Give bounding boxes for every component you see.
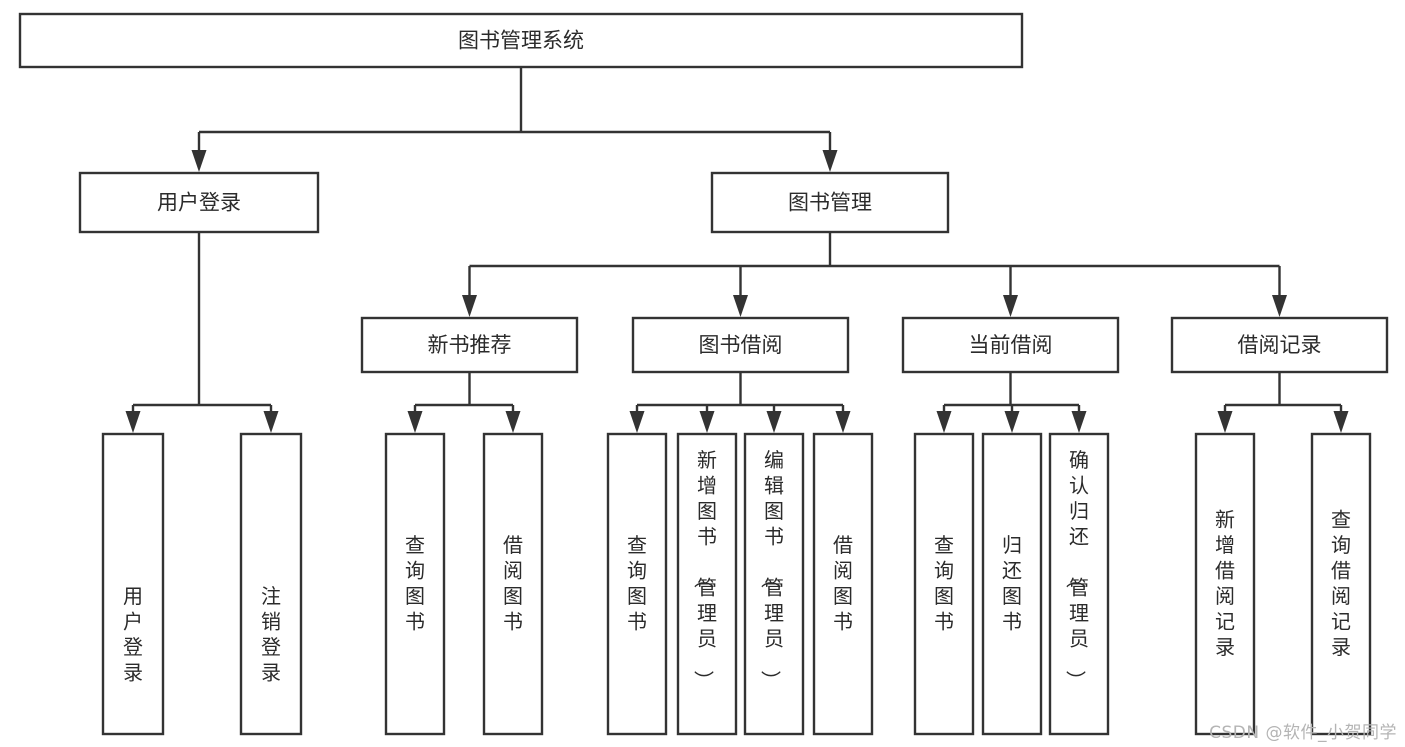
arrow-head-icon bbox=[1071, 411, 1087, 433]
node-leaf-query-book-rec[interactable]: 查询图书 bbox=[384, 432, 446, 736]
node-label: 新增借阅记录 bbox=[1215, 507, 1235, 659]
connector-group-user-login bbox=[125, 232, 279, 433]
node-leaf-borrow-book-rec[interactable]: 借阅图书 bbox=[482, 432, 544, 736]
connector-group-new-book-recommend bbox=[407, 372, 521, 433]
arrow-head-icon bbox=[835, 411, 851, 433]
arrow-head-icon bbox=[936, 411, 952, 433]
node-leaf-user-logout[interactable]: 注销登录 bbox=[239, 432, 303, 736]
arrow-head-icon bbox=[263, 411, 279, 433]
connector-group-current-borrow bbox=[936, 372, 1087, 433]
node-box bbox=[239, 432, 303, 736]
node-label: 用户登录 bbox=[157, 191, 241, 215]
node-label: 用户登录 bbox=[123, 583, 143, 684]
node-book-borrow[interactable]: 图书借阅 bbox=[631, 316, 850, 374]
node-box bbox=[1194, 432, 1256, 736]
arrow-head-icon bbox=[822, 150, 838, 172]
node-leaf-user-login[interactable]: 用户登录 bbox=[101, 432, 165, 736]
node-label: 查询图书 bbox=[934, 532, 954, 633]
node-label: 查询图书 bbox=[405, 532, 425, 633]
arrow-head-icon bbox=[407, 411, 423, 433]
node-box bbox=[78, 171, 320, 234]
csdn-watermark: CSDN @软件_小贺同学 bbox=[1209, 723, 1397, 743]
connector-group-root bbox=[191, 67, 838, 172]
node-label: 借阅图书 bbox=[833, 532, 853, 633]
node-box bbox=[901, 316, 1120, 374]
node-box bbox=[631, 316, 850, 374]
node-layer: 图书管理系统用户登录图书管理新书推荐图书借阅当前借阅借阅记录用户登录注销登录查询… bbox=[18, 12, 1389, 736]
node-label: 图书管理 bbox=[788, 191, 872, 215]
arrow-head-icon bbox=[191, 150, 207, 172]
node-box bbox=[1048, 432, 1110, 736]
node-box bbox=[360, 316, 579, 374]
node-box bbox=[1310, 432, 1372, 736]
node-label: 注销登录 bbox=[261, 583, 281, 684]
node-book-manage[interactable]: 图书管理 bbox=[710, 171, 950, 234]
arrow-head-icon bbox=[699, 411, 715, 433]
arrow-head-icon bbox=[766, 411, 782, 433]
node-leaf-confirm-return[interactable]: 确认归还（管理员） bbox=[1048, 432, 1110, 736]
node-label: 查询图书 bbox=[627, 532, 647, 633]
node-new-book-recommend[interactable]: 新书推荐 bbox=[360, 316, 579, 374]
node-label: 新书推荐 bbox=[428, 333, 512, 357]
node-current-borrow[interactable]: 当前借阅 bbox=[901, 316, 1120, 374]
connector-group-borrow-record bbox=[1217, 372, 1349, 433]
node-box bbox=[981, 432, 1043, 736]
node-leaf-borrow-book[interactable]: 借阅图书 bbox=[812, 432, 874, 736]
node-leaf-query-book-cur[interactable]: 查询图书 bbox=[913, 432, 975, 736]
node-label: 归还图书 bbox=[1002, 532, 1022, 633]
node-box bbox=[606, 432, 668, 736]
arrow-head-icon bbox=[1333, 411, 1349, 433]
arrow-head-icon bbox=[1003, 295, 1018, 317]
arrow-head-icon bbox=[125, 411, 141, 433]
node-box bbox=[812, 432, 874, 736]
node-label: 查询借阅记录 bbox=[1331, 507, 1351, 659]
node-box bbox=[482, 432, 544, 736]
node-label: 确认归还（管理员） bbox=[1064, 447, 1089, 690]
node-leaf-query-book[interactable]: 查询图书 bbox=[606, 432, 668, 736]
node-leaf-return-book[interactable]: 归还图书 bbox=[981, 432, 1043, 736]
node-leaf-add-book[interactable]: 新增图书（管理员） bbox=[676, 432, 738, 736]
arrow-head-icon bbox=[1217, 411, 1233, 433]
node-box bbox=[913, 432, 975, 736]
node-label: 新增图书（管理员） bbox=[692, 447, 717, 690]
node-leaf-edit-book[interactable]: 编辑图书（管理员） bbox=[743, 432, 805, 736]
node-label: 借阅图书 bbox=[503, 532, 523, 633]
node-box bbox=[1170, 316, 1389, 374]
arrow-head-icon bbox=[1004, 411, 1020, 433]
arrow-head-icon bbox=[733, 295, 748, 317]
node-label: 图书借阅 bbox=[699, 333, 783, 357]
node-box bbox=[743, 432, 805, 736]
node-root[interactable]: 图书管理系统 bbox=[18, 12, 1024, 69]
node-leaf-add-record[interactable]: 新增借阅记录 bbox=[1194, 432, 1256, 736]
arrow-head-icon bbox=[629, 411, 645, 433]
connector-layer bbox=[125, 67, 1349, 433]
node-user-login[interactable]: 用户登录 bbox=[78, 171, 320, 234]
node-box bbox=[676, 432, 738, 736]
node-borrow-record[interactable]: 借阅记录 bbox=[1170, 316, 1389, 374]
connector-group-book-manage bbox=[462, 232, 1287, 317]
node-label: 编辑图书（管理员） bbox=[759, 447, 784, 690]
arrow-head-icon bbox=[462, 295, 477, 317]
node-label: 图书管理系统 bbox=[458, 29, 584, 53]
node-box bbox=[101, 432, 165, 736]
arrow-head-icon bbox=[1272, 295, 1287, 317]
node-box bbox=[384, 432, 446, 736]
arrow-head-icon bbox=[505, 411, 521, 433]
node-label: 借阅记录 bbox=[1238, 333, 1322, 357]
node-label: 当前借阅 bbox=[969, 333, 1053, 357]
node-leaf-query-record[interactable]: 查询借阅记录 bbox=[1310, 432, 1372, 736]
node-box bbox=[710, 171, 950, 234]
connector-group-book-borrow bbox=[629, 372, 851, 433]
node-box bbox=[18, 12, 1024, 69]
